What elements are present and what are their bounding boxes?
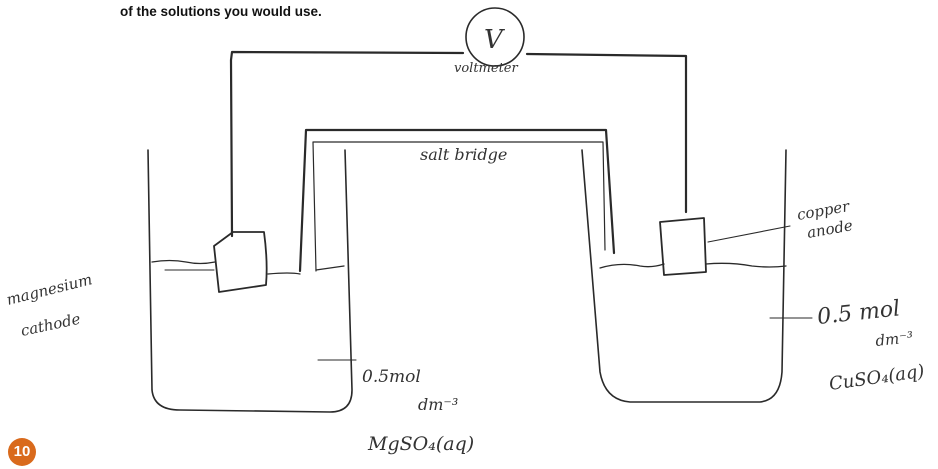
salt-bridge-label: salt bridge (420, 145, 507, 164)
voltmeter-symbol: V (484, 25, 505, 55)
question-number-badge: 10 (8, 438, 36, 466)
right-beaker (582, 150, 786, 402)
left-solution-surface (152, 261, 344, 275)
left-solution-unit: dm⁻³ (418, 395, 458, 414)
right-solution-unit: dm⁻³ (875, 328, 914, 350)
right-solution-concentration: 0.5 mol (816, 296, 901, 330)
left-solution-formula: MgSO₄(aq) (367, 433, 474, 455)
cathode-label: cathode (19, 310, 82, 340)
left-solution-concentration: 0.5mol (362, 367, 421, 387)
magnesium-label: magnesium (5, 270, 94, 309)
left-beaker (148, 150, 352, 412)
right-solution-formula: CuSO₄(aq) (828, 361, 926, 395)
magnesium-electrode (214, 232, 267, 292)
copper-electrode (660, 218, 706, 275)
voltmeter-label: voltmeter (454, 61, 518, 76)
copper-leader-line (708, 226, 790, 242)
right-solution-surface (600, 263, 786, 268)
